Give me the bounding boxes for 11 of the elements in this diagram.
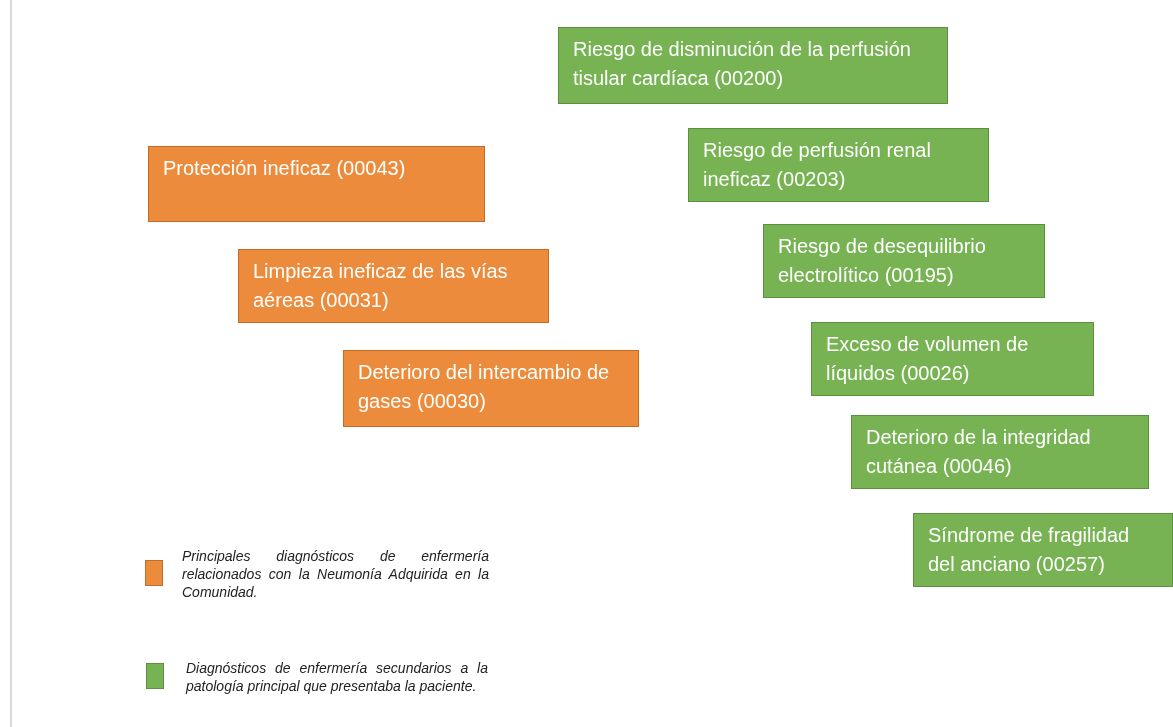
diagnosis-box: Síndrome de fragilidad del anciano (00257) xyxy=(913,513,1173,587)
legend-text: Principales diagnósticos de enfermería relacionados con la Neumonía Adquirida en la Comunidad. xyxy=(182,547,489,601)
legend-text: Diagnósticos de enfermería secundarios a la patología principal que presentaba la paciente. xyxy=(186,659,488,695)
diagnosis-box: Limpieza ineficaz de las vías aéreas (00031) xyxy=(238,249,549,323)
diagnosis-box: Riesgo de desequilibrio electrolítico (00195) xyxy=(763,224,1045,298)
diagnosis-box: Riesgo de disminución de la perfusión tisular cardíaca (00200) xyxy=(558,27,948,104)
diagnosis-box: Deterioro de la integridad cutánea (00046) xyxy=(851,415,1149,489)
diagnosis-box: Deterioro del intercambio de gases (00030) xyxy=(343,350,639,427)
diagnosis-box: Protección ineficaz (00043) xyxy=(148,146,485,222)
diagnosis-box: Riesgo de perfusión renal ineficaz (00203) xyxy=(688,128,989,202)
diagnosis-box: Exceso de volumen de líquidos (00026) xyxy=(811,322,1094,396)
